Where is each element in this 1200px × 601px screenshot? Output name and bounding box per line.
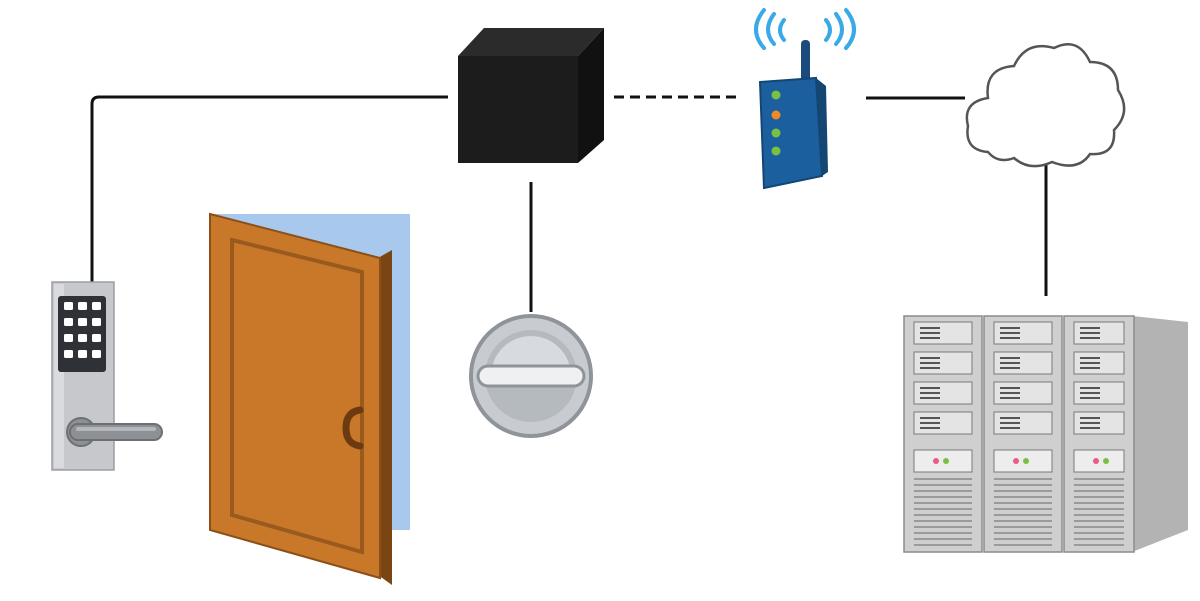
drive-bay-slot	[1080, 417, 1100, 419]
status-led	[1093, 458, 1099, 464]
vent-line	[994, 478, 1052, 480]
drive-bay-slot	[1000, 337, 1020, 339]
vent-line	[1074, 484, 1124, 486]
keypad-door-lock-icon	[51, 281, 163, 471]
vent-line	[994, 514, 1052, 516]
drive-bay-slot	[1000, 367, 1020, 369]
vent-line	[1074, 514, 1124, 516]
black-box-controller-icon	[458, 28, 604, 163]
drive-bay-slot	[920, 357, 940, 359]
drive-bay-slot	[1000, 327, 1020, 329]
vent-line	[914, 532, 972, 534]
drive-bay-slot	[1080, 337, 1100, 339]
vent-line	[1074, 502, 1124, 504]
drive-bay-slot	[1080, 387, 1100, 389]
vent-line	[914, 484, 972, 486]
drive-bay-slot	[920, 392, 940, 394]
connection-lines	[90, 95, 1048, 312]
open-door-icon	[209, 212, 410, 585]
drive-bay-slot	[920, 397, 940, 399]
drive-bay-slot	[1080, 427, 1100, 429]
status-led	[933, 458, 939, 464]
vent-line	[914, 538, 972, 540]
drive-bay-slot	[1000, 387, 1020, 389]
vent-line	[994, 520, 1052, 522]
drive-bay-slot	[1000, 357, 1020, 359]
drive-bay-slot	[920, 362, 940, 364]
vent-line	[994, 490, 1052, 492]
vent-line	[914, 496, 972, 498]
drive-bay-slot	[1000, 362, 1020, 364]
vent-line	[914, 478, 972, 480]
status-led	[1013, 458, 1019, 464]
drive-bay-slot	[1080, 422, 1100, 424]
vent-line	[914, 490, 972, 492]
drive-bay-slot	[1000, 422, 1020, 424]
vent-line	[1074, 496, 1124, 498]
wifi-router-icon	[754, 8, 856, 190]
drive-bay-slot	[1000, 392, 1020, 394]
thumbturn-lock-icon	[469, 314, 593, 438]
cloud-icon	[965, 43, 1126, 168]
vent-line	[1074, 538, 1124, 540]
drive-bay-slot	[1080, 367, 1100, 369]
status-led	[1023, 458, 1029, 464]
status-led	[943, 458, 949, 464]
drive-bay-slot	[1080, 332, 1100, 334]
vent-line	[914, 508, 972, 510]
drive-bay-slot	[920, 422, 940, 424]
vent-line	[994, 484, 1052, 486]
vent-line	[994, 502, 1052, 504]
vent-line	[1074, 520, 1124, 522]
vent-line	[914, 502, 972, 504]
drive-bay-slot	[1080, 362, 1100, 364]
vent-line	[1074, 544, 1124, 546]
drive-bay-slot	[920, 387, 940, 389]
drive-bay-slot	[920, 332, 940, 334]
drive-bay-slot	[1080, 357, 1100, 359]
vent-line	[1074, 532, 1124, 534]
vent-line	[994, 496, 1052, 498]
drive-bay-slot	[1000, 397, 1020, 399]
drive-bay-slot	[1000, 427, 1020, 429]
wifi-waves-icon	[754, 8, 856, 50]
vent-line	[994, 532, 1052, 534]
vent-line	[914, 526, 972, 528]
vent-line	[914, 544, 972, 546]
vent-line	[1074, 508, 1124, 510]
drive-bay-slot	[920, 367, 940, 369]
vent-line	[914, 514, 972, 516]
drive-bay-slot	[920, 427, 940, 429]
vent-line	[994, 538, 1052, 540]
status-led	[1103, 458, 1109, 464]
drive-bay-slot	[1000, 332, 1020, 334]
vent-line	[994, 544, 1052, 546]
vent-line	[1074, 526, 1124, 528]
drive-bay-slot	[1080, 392, 1100, 394]
drive-bay-slot	[1000, 417, 1020, 419]
vent-line	[994, 508, 1052, 510]
vent-line	[914, 520, 972, 522]
link-keypad-to-controller	[90, 95, 448, 282]
server-rack-icon	[903, 315, 1188, 553]
drive-bay-slot	[920, 337, 940, 339]
vent-line	[1074, 490, 1124, 492]
vent-line	[1074, 478, 1124, 480]
vent-line	[994, 526, 1052, 528]
drive-bay-slot	[920, 417, 940, 419]
drive-bay-slot	[1080, 327, 1100, 329]
drive-bay-slot	[1080, 397, 1100, 399]
drive-bay-slot	[920, 327, 940, 329]
